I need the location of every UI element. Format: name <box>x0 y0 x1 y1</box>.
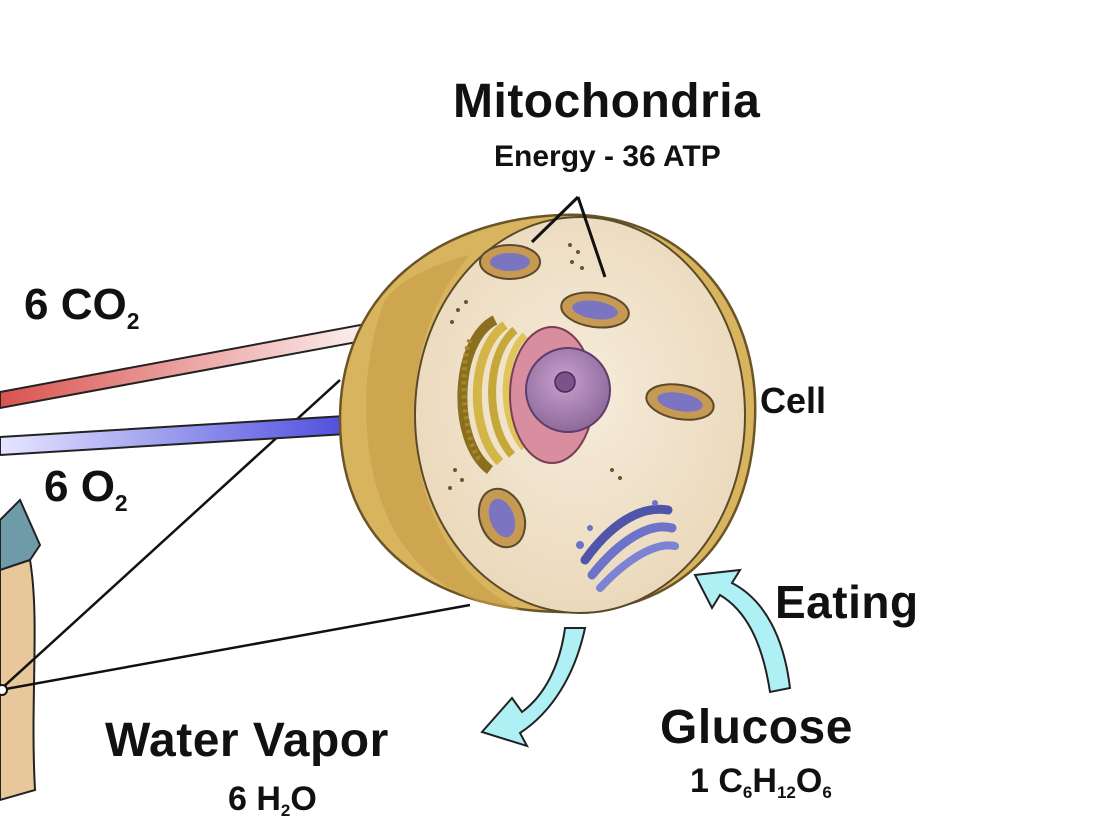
water-vapor-label: Water Vapor <box>105 714 389 767</box>
h2o-formula: 6 H2O <box>228 780 317 820</box>
mitochondrion <box>479 244 541 280</box>
golgi-apparatus <box>576 500 679 592</box>
glucose-formula-h-sub: 12 <box>776 782 796 802</box>
mitochondria-pointer <box>530 195 607 278</box>
glucose-formula-o-sub: 6 <box>822 782 832 802</box>
co2-coef: 6 CO <box>24 280 127 329</box>
h2o-part-a: 6 H <box>228 780 281 818</box>
o2-label: 6 O2 <box>44 462 128 516</box>
glucose-formula-o: O <box>795 762 823 800</box>
person-silhouette <box>0 498 42 802</box>
endoplasmic-reticulum <box>457 315 528 474</box>
h2o-sub: 2 <box>280 800 291 820</box>
cell-label: Cell <box>760 380 827 421</box>
o2-coef: 6 O <box>44 462 115 511</box>
mitochondrion <box>645 383 715 421</box>
co2-subscript: 2 <box>126 307 140 334</box>
energy-label: Energy - 36 ATP <box>494 140 721 173</box>
water-vapor-arrow <box>480 627 587 748</box>
glucose-formula-c: 1 C <box>690 762 743 800</box>
cell <box>338 213 757 614</box>
mitochondrion <box>477 487 527 549</box>
glucose-formula: 1 C6H12O6 <box>690 762 832 802</box>
nucleus <box>509 326 611 464</box>
glucose-formula-h: H <box>752 762 777 800</box>
ribosomes <box>448 243 622 490</box>
glucose-formula-c-sub: 6 <box>742 782 753 802</box>
o2-subscript: 2 <box>114 489 128 516</box>
eating-arrow <box>693 568 792 694</box>
co2-label: 6 CO2 <box>24 280 139 334</box>
mitochondrion <box>560 291 630 329</box>
h2o-part-b: O <box>290 780 317 818</box>
glucose-label: Glucose <box>660 701 853 754</box>
mitochondria-label: Mitochondria <box>453 75 761 128</box>
eating-label: Eating <box>775 576 919 628</box>
co2-arrow <box>0 316 402 410</box>
